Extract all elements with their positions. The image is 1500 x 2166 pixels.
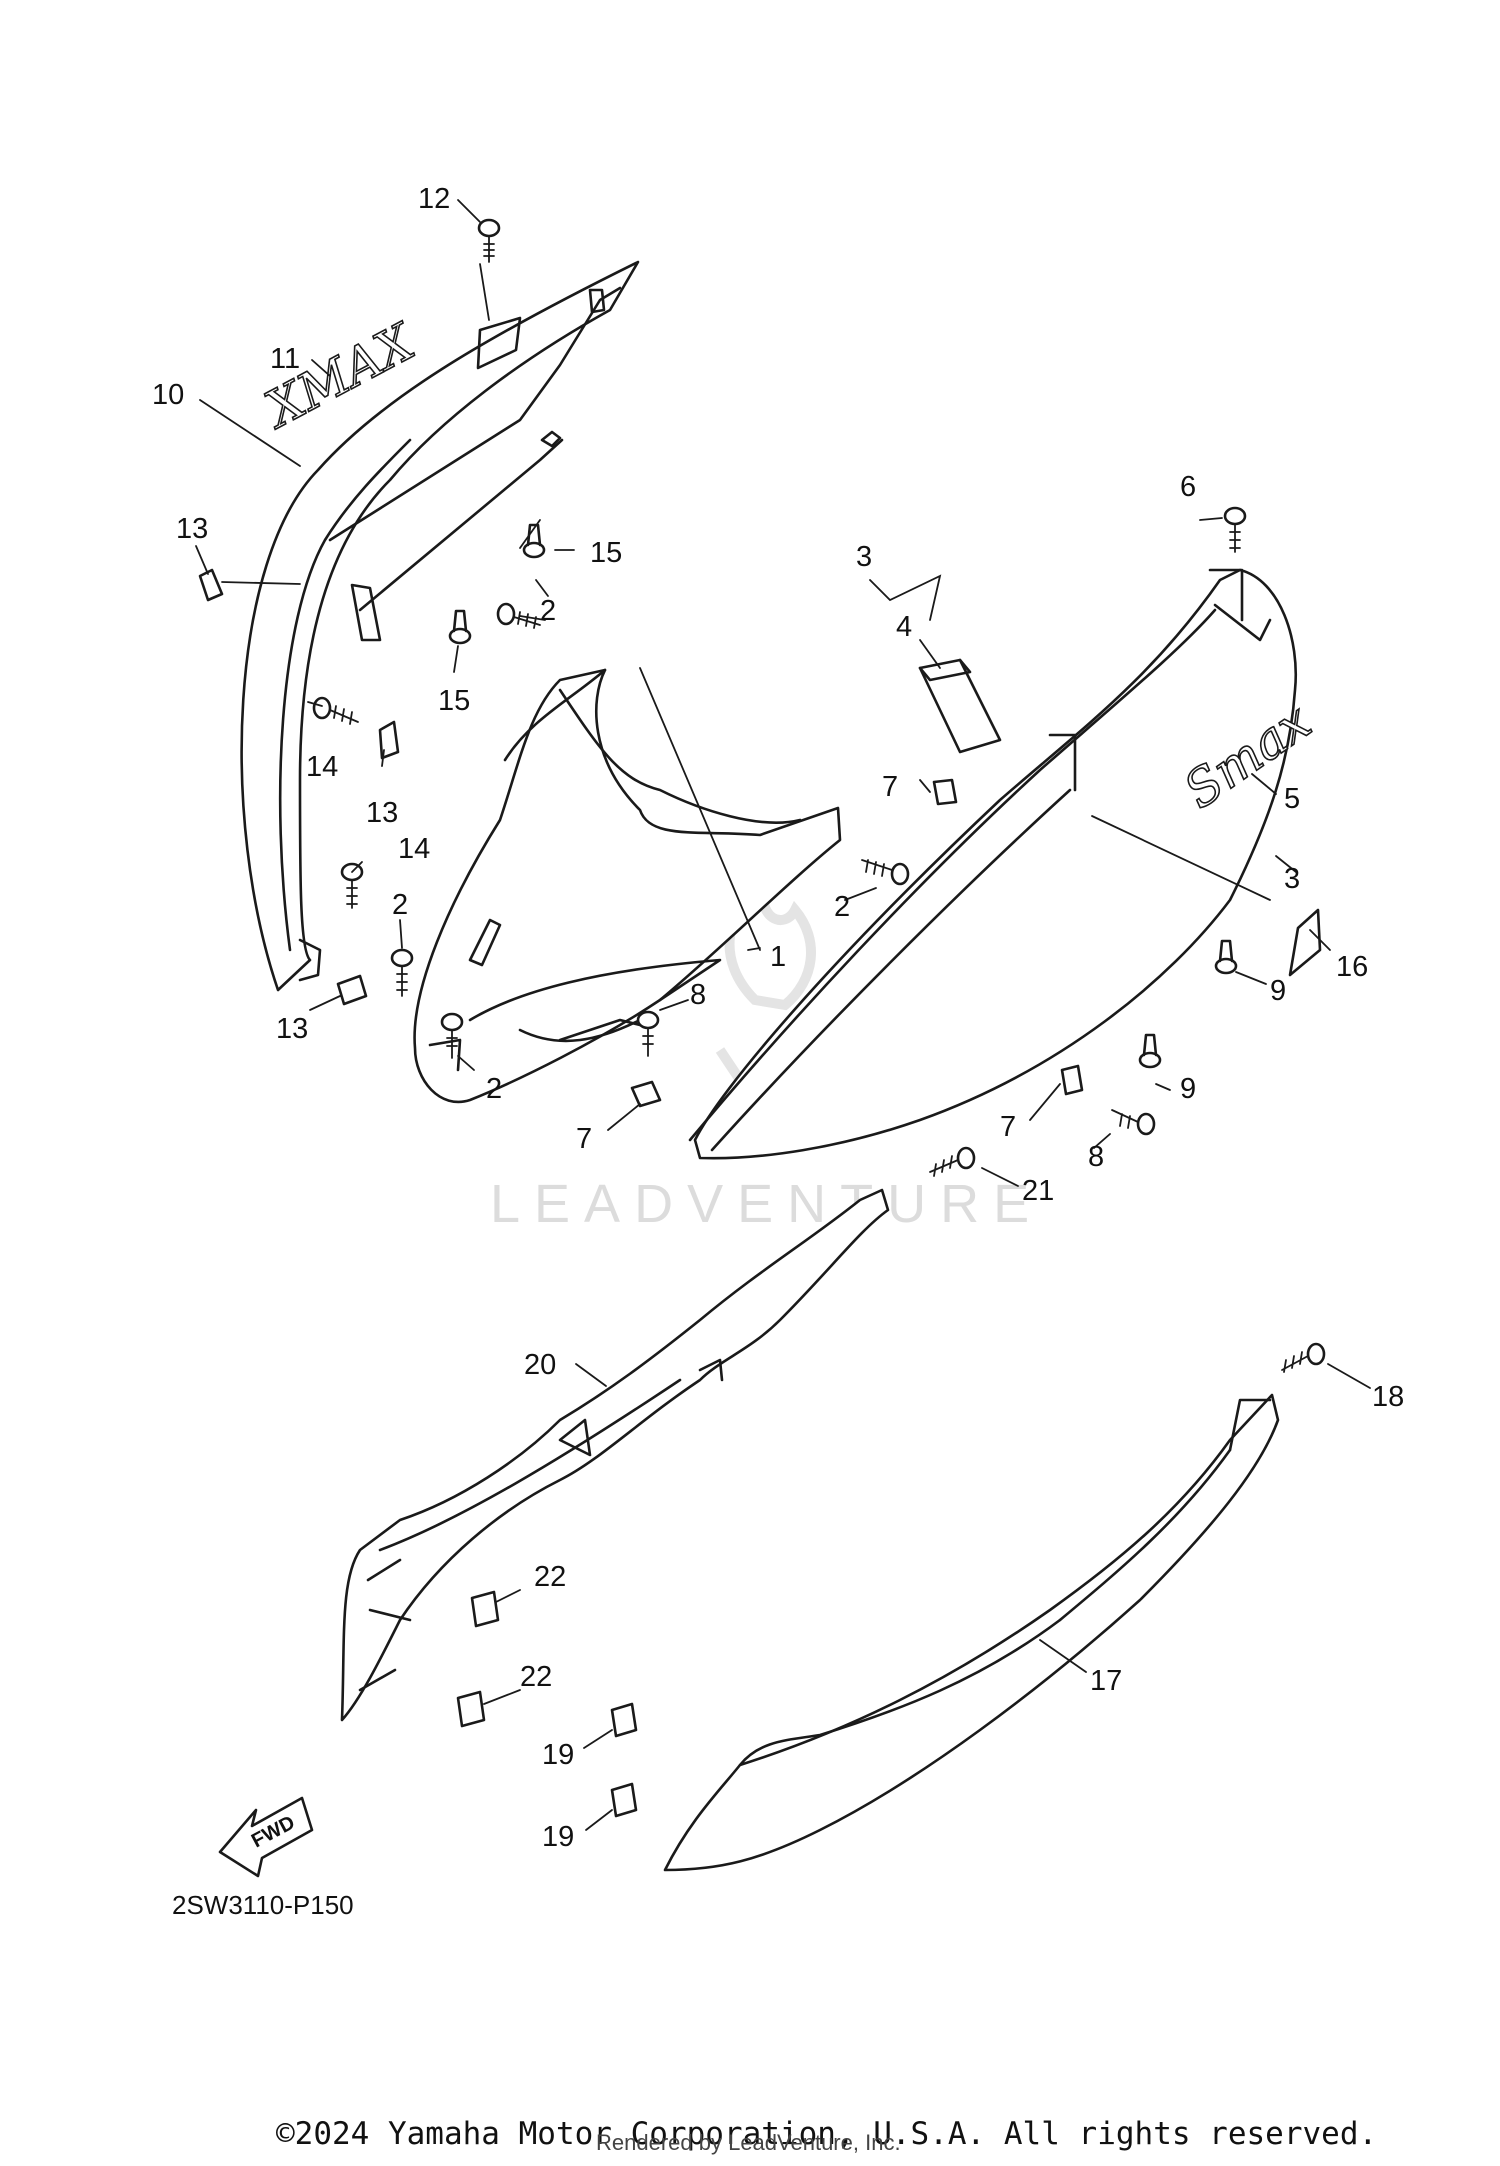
part-1-front-panel[interactable] [413, 668, 842, 1104]
part-10-left-side-cover[interactable] [240, 260, 640, 992]
screw-14-a[interactable] [312, 696, 359, 725]
callout-1: 1 [770, 941, 786, 973]
watermark: LEADVENTURE [490, 867, 1043, 1234]
callout-2c: 2 [486, 1073, 502, 1105]
callout-20: 20 [524, 1349, 556, 1381]
nut-7-a[interactable] [932, 778, 958, 806]
nut-7-c[interactable] [1060, 1064, 1084, 1096]
callout-21: 21 [1022, 1175, 1054, 1207]
nut-22-b[interactable] [456, 1690, 486, 1728]
callout-19a: 19 [542, 1739, 574, 1771]
callout-16: 16 [1336, 951, 1368, 983]
nut-19-b[interactable] [610, 1782, 638, 1818]
screw-8-a[interactable] [636, 1010, 660, 1057]
callout-7c: 7 [1000, 1111, 1016, 1143]
nut-13-a[interactable] [198, 568, 224, 602]
callout-14b: 14 [398, 833, 430, 865]
callout-13b: 13 [366, 797, 398, 829]
screw-14-b[interactable] [340, 862, 364, 909]
callout-2d: 2 [834, 891, 850, 923]
callout-2a: 2 [540, 595, 556, 627]
callout-6: 6 [1180, 471, 1196, 503]
screw-12[interactable] [477, 218, 501, 263]
screw-18[interactable] [1281, 1342, 1326, 1373]
clip-9-a[interactable] [1214, 939, 1238, 975]
screw-2-d[interactable] [440, 1012, 464, 1059]
callout-4: 4 [896, 611, 912, 643]
copyright-notice: ©2024 Yamaha Motor Corporation, U.S.A. A… [276, 2116, 1378, 2152]
callout-13c: 13 [276, 1013, 308, 1045]
callout-18: 18 [1372, 1381, 1404, 1413]
part-4-pad [918, 658, 1002, 754]
clip-9-b[interactable] [1138, 1033, 1162, 1069]
callout-11: 11 [270, 343, 300, 375]
watermark-text: LEADVENTURE [490, 1174, 1043, 1234]
callout-15b: 15 [438, 685, 470, 717]
callout-15a: 15 [590, 537, 622, 569]
callout-17: 17 [1090, 1665, 1122, 1697]
part-16-label [1288, 908, 1322, 977]
callout-3a: 3 [856, 541, 872, 573]
screw-2-b[interactable] [861, 859, 910, 886]
part-17-lower-side-cover[interactable] [663, 1393, 1280, 1872]
clip-15-lower[interactable] [448, 609, 472, 645]
nut-13-c[interactable] [336, 974, 368, 1006]
callout-14a: 14 [306, 751, 338, 783]
callouts: 12 11 10 13 15 2 15 14 13 14 2 13 2 1 2 … [152, 183, 1404, 1853]
screw-8-b[interactable] [1111, 1109, 1156, 1136]
nut-7-b[interactable] [630, 1080, 662, 1108]
callout-22a: 22 [534, 1561, 566, 1593]
screw-21[interactable] [929, 1146, 976, 1177]
fwd-arrow-icon: FWD [218, 1796, 314, 1878]
diagram-code: 2SW3110-P150 [172, 1890, 354, 1920]
callout-12: 12 [418, 183, 450, 215]
nut-22-a[interactable] [470, 1590, 500, 1628]
callout-2b: 2 [392, 889, 408, 921]
callout-19b: 19 [542, 1821, 574, 1853]
screw-2-c[interactable] [390, 948, 414, 997]
callout-8a: 8 [690, 979, 706, 1011]
nut-19-a[interactable] [610, 1702, 638, 1738]
screw-2-a[interactable] [496, 602, 541, 629]
callout-7a: 7 [882, 771, 898, 803]
callout-7b: 7 [576, 1123, 592, 1155]
callout-9b: 9 [1180, 1073, 1196, 1105]
nut-13-b[interactable] [378, 720, 400, 760]
callout-8b: 8 [1088, 1141, 1104, 1173]
callout-9a: 9 [1270, 975, 1286, 1007]
callout-13a: 13 [176, 513, 208, 545]
callout-3b: 3 [1284, 863, 1300, 895]
screw-6[interactable] [1223, 506, 1247, 553]
rendered-by-notice: Rendered by LeadVenture, Inc. [596, 2130, 901, 2155]
part-20-side-molding[interactable] [340, 1188, 890, 1722]
callout-5: 5 [1284, 783, 1300, 815]
callout-22b: 22 [520, 1661, 552, 1693]
callout-10: 10 [152, 379, 184, 411]
leader-lines [195, 199, 1371, 1831]
